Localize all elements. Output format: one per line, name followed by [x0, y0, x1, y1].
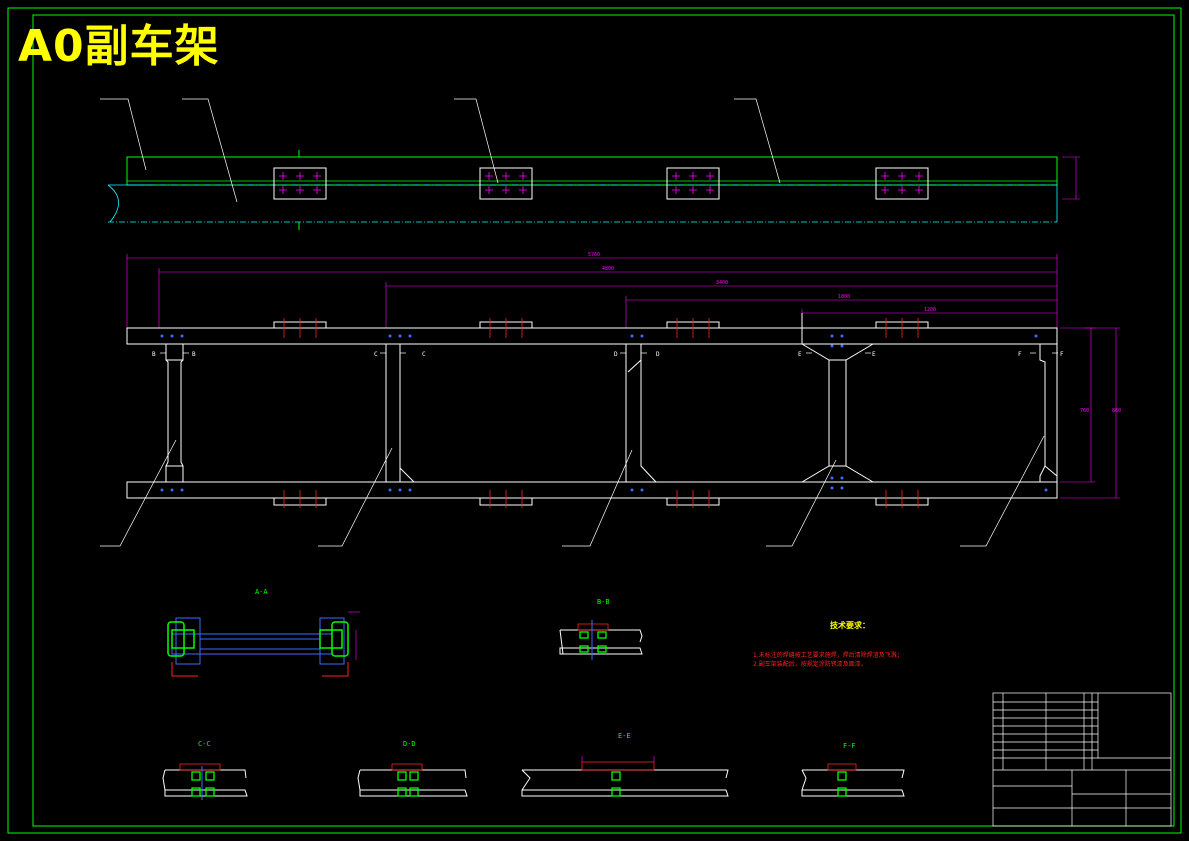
section-ff-drawing [801, 763, 905, 797]
section-label-bb: B-B [597, 598, 610, 606]
bolt-hole [840, 486, 844, 490]
title-block [992, 692, 1172, 827]
bolt-icon [689, 186, 697, 194]
bolt-icon [672, 172, 680, 180]
section-aa-drawing [167, 611, 360, 677]
section-label-dd: D-D [403, 740, 416, 748]
bolt-icon [706, 172, 714, 180]
bolt-hole [830, 486, 834, 490]
section-mark: B [152, 351, 156, 358]
tech-note-2: 2.副车架装配后，按规定涂防锈漆及面漆。 [753, 661, 867, 668]
section-mark: E [872, 351, 876, 358]
bolt-hole [388, 488, 392, 492]
section-mark: C [422, 351, 426, 358]
section-cc-drawing [162, 763, 248, 800]
bolt-hole [388, 334, 392, 338]
side-view [100, 98, 1080, 230]
bolt-hole [180, 488, 184, 492]
bolt-hole [1044, 488, 1048, 492]
section-mark: F [1018, 351, 1022, 358]
bolt-hole [630, 334, 634, 338]
bolt-icon [881, 186, 889, 194]
bolt-hole [160, 334, 164, 338]
bolt-hole [840, 344, 844, 348]
bolt-icon [881, 172, 889, 180]
bolt-hole [840, 476, 844, 480]
bolt-icon [485, 172, 493, 180]
inner-border [32, 14, 1175, 827]
section-label-ee: E-E [618, 732, 631, 740]
dimension-label: 3400 [716, 280, 728, 286]
bolt-icon [689, 172, 697, 180]
bolt-hole [408, 488, 412, 492]
bolt-hole [630, 488, 634, 492]
plan-view [100, 254, 1120, 547]
bolt-icon [898, 186, 906, 194]
section-mark: D [656, 351, 660, 358]
bolt-icon [485, 186, 493, 194]
bolt-icon [502, 172, 510, 180]
bolt-hole [180, 334, 184, 338]
bolt-hole [170, 334, 174, 338]
bolt-icon [519, 172, 527, 180]
bolt-icon [296, 172, 304, 180]
bolt-hole [398, 488, 402, 492]
bolt-icon [915, 186, 923, 194]
bolt-hole [640, 334, 644, 338]
section-mark: B [192, 351, 196, 358]
section-bb-drawing [559, 620, 643, 660]
bolt-hole [830, 344, 834, 348]
tech-requirements-title: 技术要求： [830, 621, 870, 630]
crossmembers [165, 313, 1058, 483]
bolt-hole [840, 334, 844, 338]
outer-border [7, 7, 1182, 834]
bolt-hole [830, 476, 834, 480]
bolt-hole [640, 488, 644, 492]
bolt-icon [296, 186, 304, 194]
bolt-icon [519, 186, 527, 194]
bolt-icon [313, 186, 321, 194]
bolt-icon [706, 186, 714, 194]
section-dd-drawing [357, 763, 468, 797]
bolt-hole [830, 334, 834, 338]
bolt-hole [398, 334, 402, 338]
section-mark: D [614, 351, 618, 358]
bolt-icon [313, 172, 321, 180]
bolt-icon [279, 186, 287, 194]
dimension-label: 4800 [602, 266, 614, 272]
section-label-cc: C-C [198, 740, 211, 748]
bolt-hole [160, 488, 164, 492]
bolt-hole [1034, 334, 1038, 338]
drawing-title: A0副车架 [18, 21, 220, 72]
bolt-hole [170, 488, 174, 492]
dimension-label: 5760 [588, 252, 600, 258]
section-mark: F [1060, 351, 1064, 358]
dimension-label: 1800 [838, 294, 850, 300]
tech-note-1: 1.未标注的焊缝按工艺要求施焊，焊后清除焊渣及飞溅； [753, 652, 903, 659]
bolt-icon [279, 172, 287, 180]
section-label-ff: F-F [843, 742, 856, 750]
bolt-icon [898, 172, 906, 180]
dimension-label: 1200 [924, 307, 936, 313]
bolt-hole [408, 334, 412, 338]
bolt-icon [915, 172, 923, 180]
section-label-aa: A-A [255, 588, 268, 596]
section-ee-drawing [521, 756, 729, 797]
bolt-icon [502, 186, 510, 194]
side-bolts [279, 172, 923, 194]
section-mark: E [798, 351, 802, 358]
dimension-label: 860 [1112, 408, 1121, 414]
side-plates [273, 167, 929, 200]
bolt-icon [672, 186, 680, 194]
section-mark: C [374, 351, 378, 358]
dimension-label: 760 [1080, 408, 1089, 414]
